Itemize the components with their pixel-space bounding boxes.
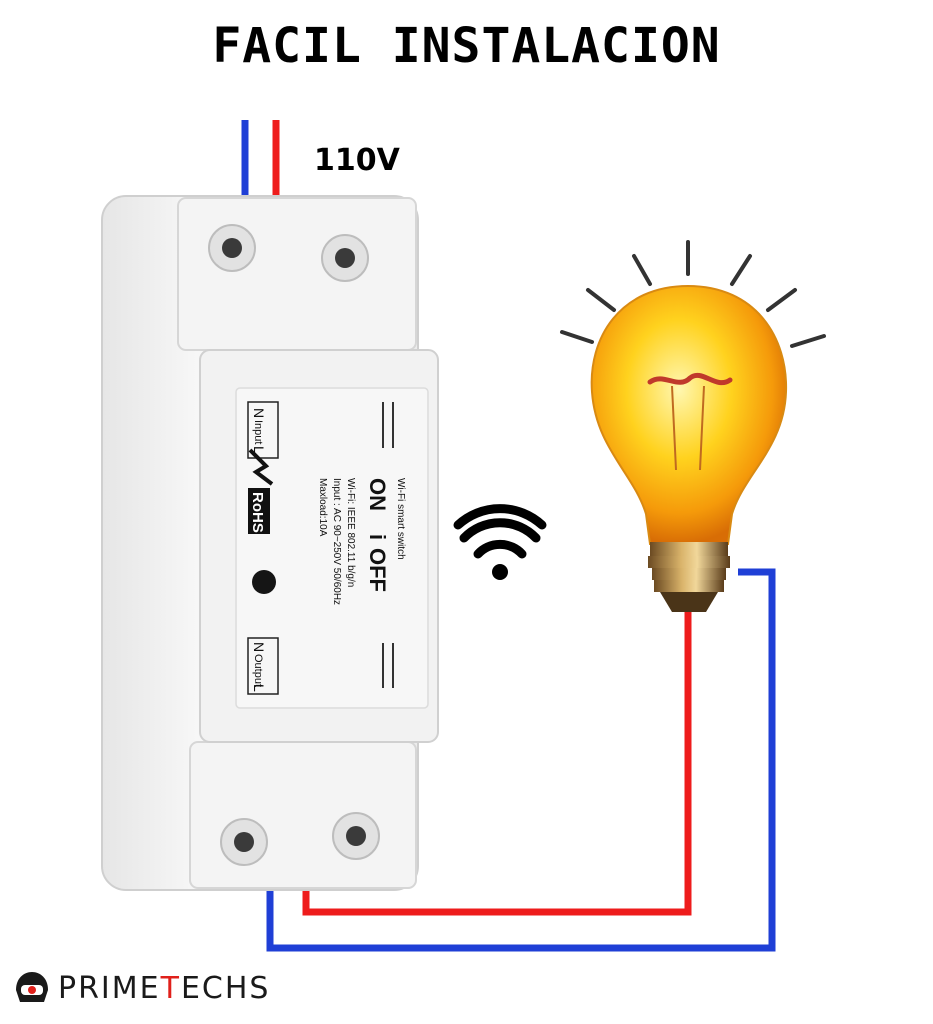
output-label: Output: [252, 654, 264, 687]
off-label: OFF: [365, 548, 390, 592]
logo-prefix: PRIME: [58, 970, 161, 1006]
output-terminal-l: L: [251, 684, 267, 692]
terminal-screw-bottom-right: [332, 812, 380, 860]
rohs-label: RoHS: [249, 492, 266, 533]
logo-suffix: ECHS: [180, 970, 271, 1006]
rohs-mark: RoHS: [248, 448, 274, 534]
neutral-wire-out: [266, 568, 776, 952]
light-rays: [560, 240, 826, 348]
brand-line: Wi-Fi smart switch: [395, 478, 406, 560]
logo-wordmark: PRIMETECHS: [58, 971, 270, 1006]
terminal-screw-top-right: [321, 234, 369, 282]
on-label: ON: [365, 478, 390, 511]
svg-text:i: i: [365, 534, 390, 540]
input-label: Input: [252, 420, 264, 444]
primetechs-logo: PRIMETECHS: [12, 966, 270, 1010]
light-bulb-icon: [560, 240, 826, 612]
spec-maxload: Maxload:10A: [317, 478, 328, 537]
output-wires: [266, 568, 776, 952]
logo-accent: T: [160, 970, 181, 1006]
primetechs-logo-icon: [16, 972, 48, 1002]
output-terminal-n: N: [251, 642, 267, 652]
live-wire-out: [302, 605, 692, 916]
supply-wires: [241, 120, 280, 200]
terminal-screw-top-left: [208, 224, 256, 272]
input-terminal-n: N: [251, 408, 267, 418]
smart-switch-device: N Input L N Output L Wi-Fi smart switch …: [101, 195, 439, 891]
spec-input: Input : AC 90~250V 50/60Hz: [331, 478, 342, 605]
input-terminal-l: L: [251, 446, 267, 454]
pairing-button: [252, 570, 276, 594]
supply-voltage-label: 110V: [314, 143, 400, 178]
wifi-icon: [453, 504, 547, 580]
spec-wifi: Wi-Fi: IEEE 802.11 b/g/n: [345, 478, 356, 587]
page-title: FACIL INSTALACION: [212, 18, 721, 74]
terminal-screw-bottom-left: [220, 818, 268, 866]
